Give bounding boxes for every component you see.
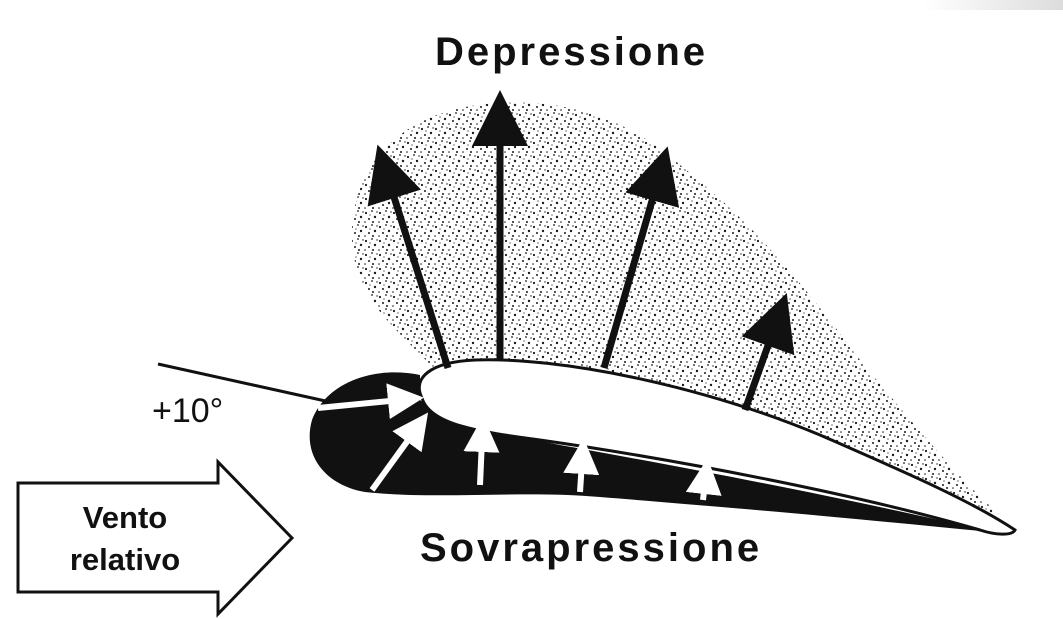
- angle-of-attack-label: +10°: [152, 392, 223, 431]
- relative-wind-label-line2: relativo: [40, 539, 210, 581]
- pressure-arrow-3: [480, 440, 482, 485]
- pressure-arrow-5: [703, 482, 705, 500]
- high-pressure-label: Sovrapressione: [420, 526, 762, 571]
- relative-wind-label: Vento relativo: [40, 497, 210, 581]
- pressure-arrow-4: [580, 462, 582, 492]
- low-pressure-label: Depressione: [0, 30, 1063, 75]
- relative-wind-label-line1: Vento: [40, 497, 210, 539]
